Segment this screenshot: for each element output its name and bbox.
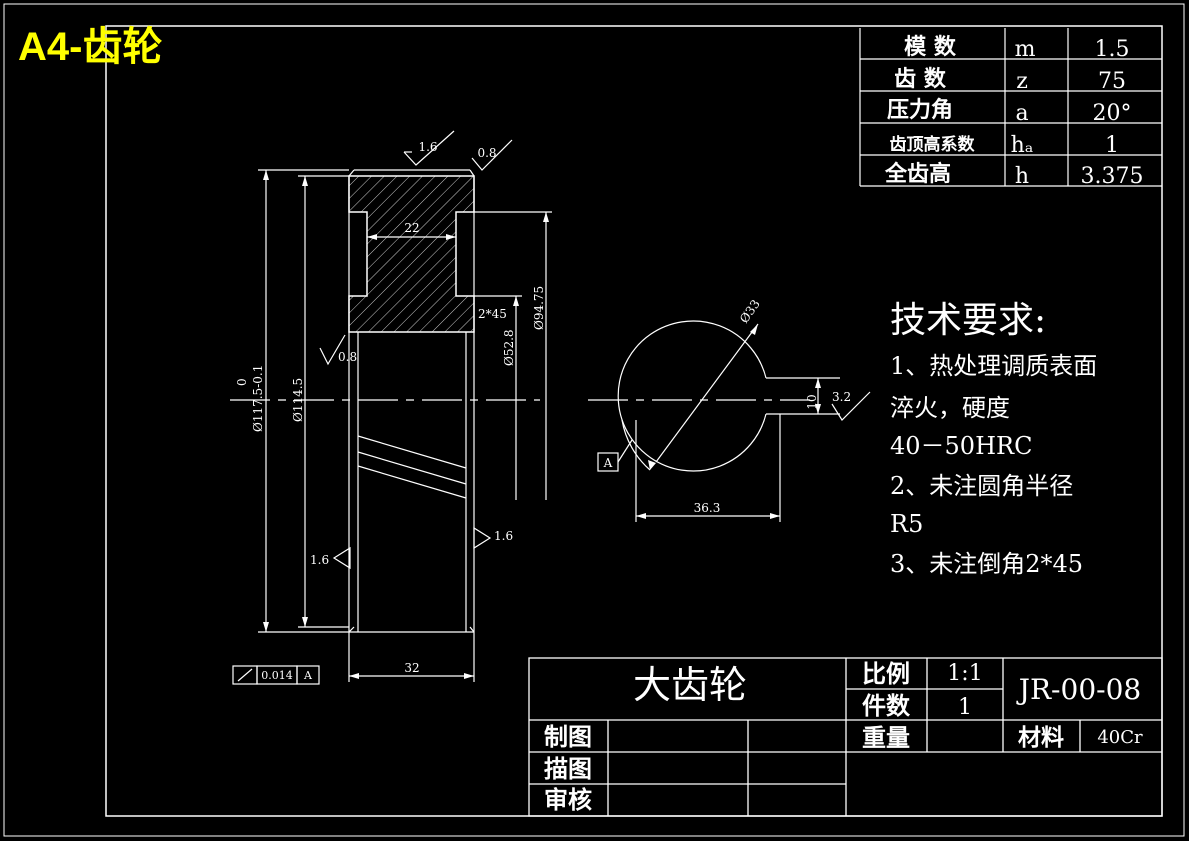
qty-value: 1 [958,695,972,720]
param-symbol-teeth: z [1016,69,1028,94]
key-width-label: 10 [805,394,819,409]
param-name-pressure-angle: 压力角 [887,97,953,123]
part-name: 大齿轮 [633,663,747,707]
traced-label: 描图 [544,755,592,783]
tech-req-line-1: 1、热处理调质表面 [890,352,1097,380]
param-value-teeth: 75 [1098,69,1126,94]
hole-dia-label: Ø33 [737,297,763,326]
tech-req-line-2: 淬火，硬度 [890,394,1010,422]
tech-req-line-6: 3、未注倒角2*45 [890,550,1083,578]
param-name-tooth-height: 全齿高 [884,161,951,187]
rough-right-label: 1.6 [494,529,513,543]
checked-label: 审核 [544,786,592,814]
param-value-module: 1.5 [1095,37,1130,62]
face-width-label: 32 [404,661,419,675]
param-table [859,28,1162,187]
param-name-module: 模 数 [904,34,957,60]
outer-border [3,3,1185,837]
section-view [230,169,552,682]
roughness-symbols [232,130,513,685]
qty-label: 件数 [862,692,911,720]
chamfer-label: 2*45 [478,307,507,321]
key-depth-label: 36.3 [694,501,721,515]
drawing-number: JR-00-08 [1016,673,1142,706]
tech-req-line-5: R5 [890,510,923,538]
tech-req-line-4: 2、未注圆角半径 [890,472,1073,500]
tech-req-line-3: 40－50HRC [890,432,1032,460]
datum-a-label: A [603,456,613,470]
param-name-teeth: 齿 数 [894,66,947,92]
param-value-pressure-angle: 20° [1093,101,1132,126]
dia-94-75-label: Ø94.75 [532,286,546,330]
rough-bore-label: 0.8 [338,350,357,364]
dia-52-8-label: Ø52.8 [502,329,516,366]
runout-value-label: 0.014 [261,669,293,682]
dia-114-5-label: Ø114.5 [291,378,305,422]
scale-value: 1:1 [947,661,982,686]
param-symbol-module: m [1015,37,1036,62]
material-label: 材料 [1018,725,1064,751]
web-width-label: 22 [404,221,419,235]
end-view [588,320,871,522]
param-symbol-pressure-angle: a [1015,101,1028,126]
runout-datum-label: A [303,669,313,682]
key-rough-label: 3.2 [832,390,851,404]
param-symbol-addendum: hₐ [1011,133,1034,158]
tech-req-heading: 技术要求: [890,300,1046,341]
scale-label: 比例 [862,660,910,688]
param-value-addendum: 1 [1105,133,1119,158]
sheet-title: A4-齿轮 [18,25,162,69]
end-view-arrows [636,324,821,519]
title-block [528,657,1163,817]
rough-top-left-label: 1.6 [418,140,437,154]
drawn-label: 制图 [544,723,592,751]
rough-top-right-label: 0.8 [477,146,496,160]
weight-label: 重量 [862,724,910,752]
material-value: 40Cr [1097,727,1143,748]
param-name-addendum: 齿顶高系数 [890,134,976,155]
param-value-tooth-height: 3.375 [1081,164,1144,189]
rough-left-label: 1.6 [310,553,329,567]
dimension-arrows [263,170,549,679]
tol-upper-label: 0 [235,378,249,386]
param-symbol-tooth-height: h [1015,164,1029,189]
tech-requirements: 技术要求: 1、热处理调质表面 淬火，硬度 40－50HRC 2、未注圆角半径 … [890,300,1097,578]
dia-outer-label: Ø117.5-0.1 [251,365,265,432]
